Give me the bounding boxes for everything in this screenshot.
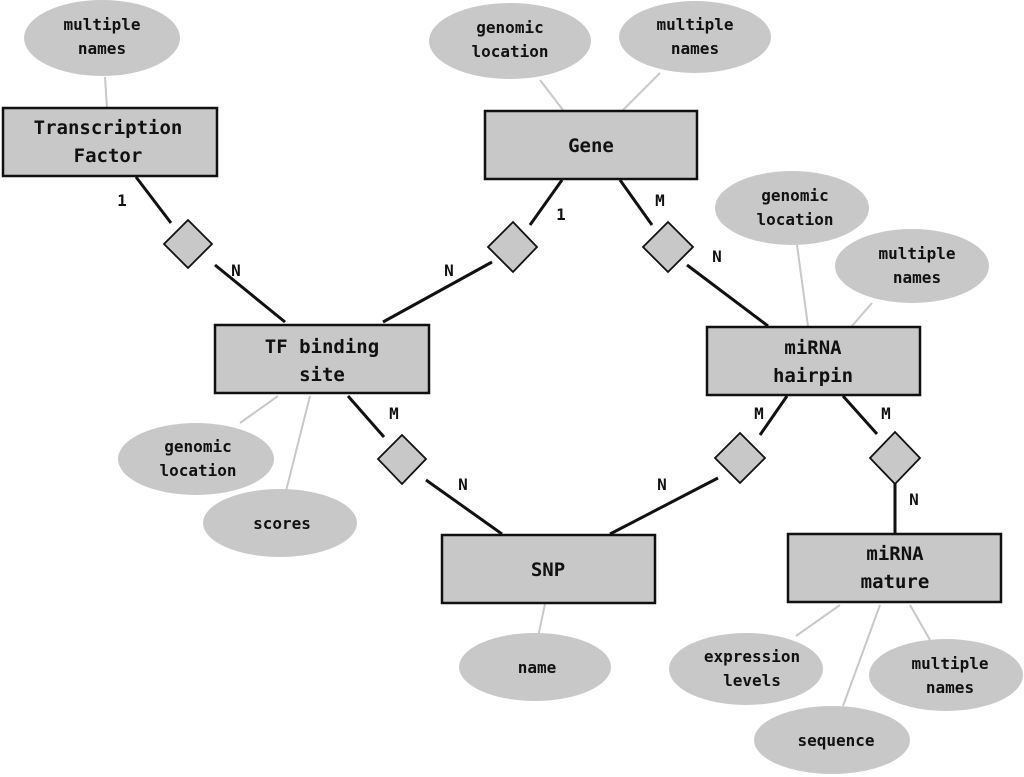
- cardinality-gene-hairpin-n: N: [712, 247, 722, 266]
- attribute-mature-names-line2: names: [926, 678, 974, 697]
- cardinality-gene-m: M: [655, 191, 665, 210]
- attribute-hairpin-names: multiple names: [835, 229, 989, 303]
- connector-tfbs-location: [239, 395, 279, 424]
- attribute-hairpin-names-line1: multiple: [878, 244, 955, 263]
- line-diamond-hairpin: [686, 263, 769, 328]
- attribute-hairpin-names-line2: names: [893, 268, 941, 287]
- connector-snp-name: [537, 603, 546, 638]
- line-hairpin-diamond-snp: [758, 395, 789, 436]
- attribute-gene-location-line1: genomic: [476, 18, 543, 37]
- cardinality-hairpin-snp-m: M: [754, 404, 764, 423]
- attribute-tfbs-location: genomic location: [118, 423, 274, 495]
- entity-snp: SNP: [440, 533, 657, 605]
- entity-tf-binding-site-line1: TF binding: [265, 336, 379, 358]
- line-diamond-tfbs-2: [382, 260, 493, 324]
- line-diamond-tfbs-1: [214, 263, 286, 324]
- entity-transcription-factor-line1: Transcription: [34, 117, 183, 139]
- connector-mature-expression: [795, 604, 841, 637]
- connector-mature-sequence: [842, 604, 881, 707]
- cardinality-hairpin-mature-n: N: [909, 490, 919, 509]
- attribute-tf-names-line2: names: [78, 39, 126, 58]
- attribute-gene-names-line1: multiple: [656, 15, 733, 34]
- attribute-gene-location-line2: location: [471, 42, 548, 61]
- attribute-tfbs-scores: scores: [203, 489, 357, 557]
- entity-tf-binding-site-line2: site: [299, 364, 345, 386]
- connector-gene-location: [539, 79, 564, 111]
- attribute-hairpin-location-line1: genomic: [761, 186, 828, 205]
- entity-transcription-factor-line2: Factor: [74, 145, 143, 167]
- connector-hairpin-location: [796, 244, 809, 327]
- attribute-mature-sequence-line1: sequence: [797, 731, 874, 750]
- attribute-connectors: [104, 72, 931, 707]
- attribute-tfbs-location-line1: genomic: [164, 437, 231, 456]
- diamond-tf-tfbs: [162, 218, 214, 270]
- entity-mirna-hairpin-line2: hairpin: [773, 365, 853, 387]
- entity-mirna-hairpin-line1: miRNA: [784, 337, 842, 359]
- attribute-tfbs-location-line2: location: [159, 461, 236, 480]
- connector-tf-names: [104, 76, 108, 109]
- cardinality-labels: 1 N 1 N M N M N M N M N: [117, 191, 919, 509]
- attribute-gene-names: multiple names: [619, 1, 771, 73]
- diamond-hairpin-snp: [713, 431, 767, 485]
- cardinality-gene-tfbs-n: N: [444, 261, 454, 280]
- cardinality-tfbs-m: M: [389, 404, 399, 423]
- attribute-mature-names-line1: multiple: [911, 654, 988, 673]
- attribute-tf-names-line1: multiple: [63, 15, 140, 34]
- attribute-gene-names-line2: names: [671, 39, 719, 58]
- attribute-snp-name: name: [459, 633, 611, 701]
- entity-mirna-hairpin: miRNA hairpin: [705, 325, 922, 397]
- attribute-mature-sequence: sequence: [754, 706, 910, 774]
- attribute-tfbs-scores-line1: scores: [253, 514, 311, 533]
- attribute-mature-expression-line1: expression: [704, 647, 800, 666]
- cardinality-gene-1: 1: [556, 205, 566, 224]
- relationship-lines: [134, 176, 897, 536]
- line-diamond-snp-1: [425, 478, 503, 536]
- diamond-gene-tfbs: [486, 220, 539, 274]
- entities: Transcription Factor Gene TF binding sit…: [1, 106, 1003, 605]
- line-tfbs-diamond-snp: [346, 395, 386, 438]
- entity-mirna-mature-line2: mature: [861, 571, 930, 593]
- entity-snp-line1: SNP: [531, 559, 565, 581]
- entity-mirna-mature-line1: miRNA: [866, 543, 924, 565]
- connector-mature-names: [909, 604, 931, 641]
- connector-tfbs-scores: [284, 395, 311, 496]
- attribute-tf-names: multiple names: [24, 0, 180, 76]
- attributes: multiple names genomic location multiple…: [24, 0, 1023, 774]
- entity-gene-line1: Gene: [568, 135, 614, 157]
- diamond-tfbs-snp: [376, 433, 428, 486]
- attribute-gene-location: genomic location: [429, 3, 591, 79]
- entity-tf-binding-site: TF binding site: [213, 323, 431, 395]
- entity-gene: Gene: [483, 109, 699, 181]
- attribute-hairpin-location: genomic location: [715, 171, 869, 245]
- cardinality-tfbs-snp-n: N: [458, 475, 468, 494]
- line-diamond-snp-2: [609, 476, 719, 536]
- cardinality-hairpin-snp-n: N: [657, 475, 667, 494]
- cardinality-tf-n: N: [231, 261, 241, 280]
- line-hairpin-diamond-mature: [841, 394, 879, 436]
- attribute-mature-expression-line2: levels: [723, 671, 781, 690]
- relationship-diamonds: [162, 218, 922, 486]
- attribute-mature-expression: expression levels: [669, 633, 823, 705]
- attribute-snp-name-line1: name: [518, 658, 557, 677]
- line-tf-diamond: [134, 176, 173, 224]
- connector-gene-names: [622, 72, 661, 111]
- diamond-hairpin-mature: [868, 430, 922, 486]
- line-gene-diamond-hairpin: [618, 179, 654, 226]
- connector-hairpin-names: [851, 302, 873, 327]
- cardinality-tf-1: 1: [117, 191, 127, 210]
- attribute-hairpin-location-line2: location: [756, 210, 833, 229]
- cardinality-hairpin-mature-m: M: [881, 404, 891, 423]
- attribute-mature-names: multiple names: [869, 639, 1023, 711]
- diamond-gene-hairpin: [641, 220, 695, 274]
- entity-mirna-mature: miRNA mature: [786, 532, 1003, 604]
- line-gene-diamond-tfbs: [528, 179, 564, 226]
- entity-transcription-factor: Transcription Factor: [1, 106, 219, 178]
